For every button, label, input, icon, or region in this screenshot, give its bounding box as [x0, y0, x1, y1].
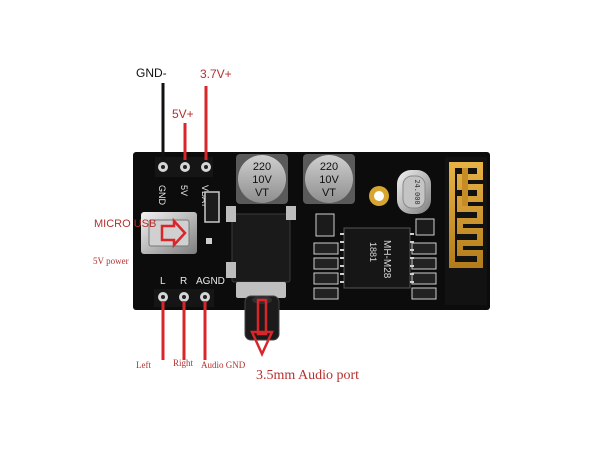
crystal-label: 24.000	[413, 179, 421, 204]
silk-r: R	[180, 276, 187, 287]
usb-arrow-icon	[160, 217, 187, 249]
ic-label-2: 1881	[368, 242, 378, 262]
cap2-line1: 220	[320, 161, 338, 173]
ic-label-1: MH-M28	[381, 240, 392, 279]
power-wires	[161, 83, 208, 160]
silk-agnd: AGND	[196, 276, 225, 287]
label-right: Right	[173, 358, 194, 368]
audio-wires	[161, 301, 207, 360]
label-3v7-plus: 3.7V+	[200, 67, 232, 81]
capacitor-1: 220 10V VT	[236, 154, 288, 204]
audio-jack	[226, 206, 296, 341]
resistor-array-right	[411, 218, 437, 300]
label-5v-plus: 5V+	[172, 107, 194, 121]
capacitor-2: 220 10V VT	[303, 154, 355, 204]
label-gnd-minus: GND-	[136, 66, 167, 80]
cap1-line2: 10V	[252, 174, 272, 186]
bluetooth-ic: MH-M28 1881	[340, 227, 414, 289]
cap1-line1: 220	[253, 161, 271, 173]
cap2-line2: 10V	[319, 174, 339, 186]
cap1-line3: VT	[255, 187, 269, 199]
silk-gnd: GND	[157, 185, 167, 206]
label-audio-port: 3.5mm Audio port	[256, 368, 359, 383]
micro-usb-port	[141, 212, 197, 254]
label-left: Left	[136, 360, 151, 370]
silk-5v: 5V	[179, 185, 189, 196]
crystal-oscillator: 24.000	[397, 170, 431, 214]
bluetooth-antenna	[445, 157, 487, 305]
resistor-array-left	[313, 213, 339, 300]
silk-l: L	[160, 276, 166, 287]
audio-port-arrow-icon	[250, 298, 274, 358]
cap2-line3: VT	[322, 187, 336, 199]
audio-header: L R AGND	[154, 276, 225, 307]
smd-component	[204, 191, 220, 244]
label-audio-gnd: Audio GND	[201, 360, 246, 370]
label-5v-power: 5V power	[93, 256, 129, 266]
label-micro-usb: MICRO USB	[94, 218, 156, 230]
